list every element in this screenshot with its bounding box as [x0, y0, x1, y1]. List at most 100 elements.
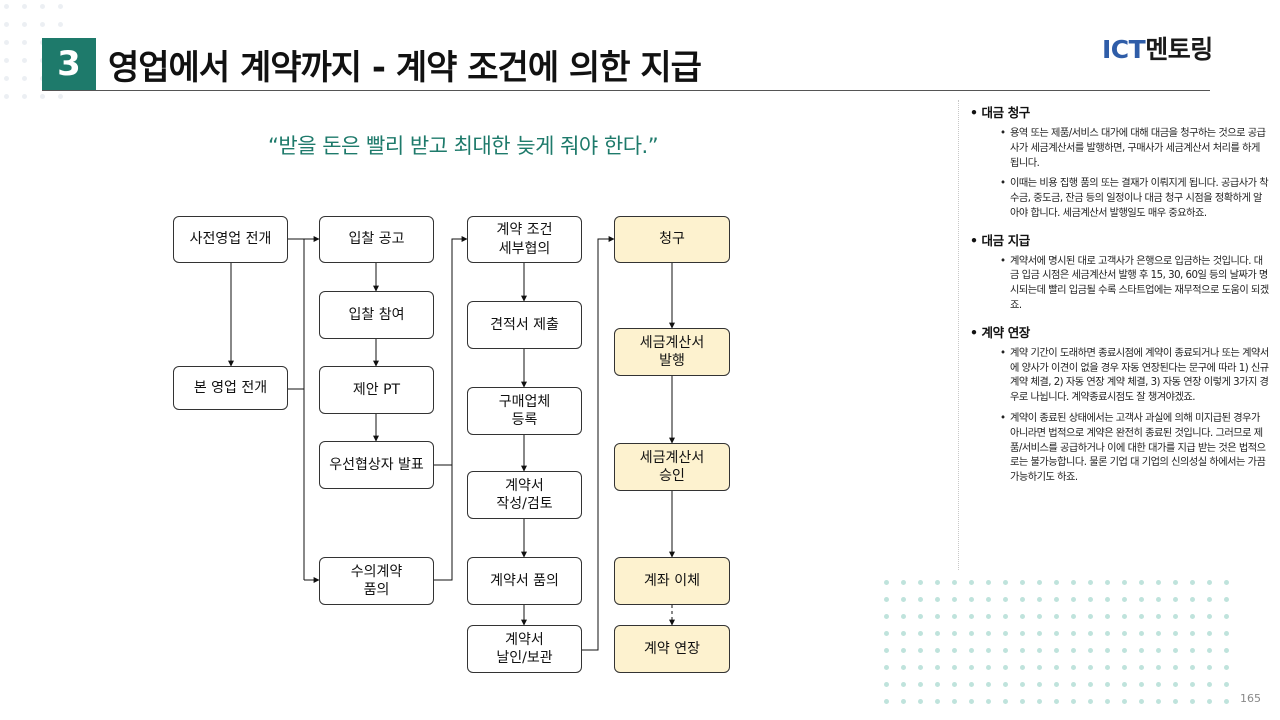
decorative-dot — [935, 665, 940, 670]
decorative-dot — [901, 597, 906, 602]
decorative-dot — [935, 648, 940, 653]
decorative-dot — [1139, 580, 1144, 585]
decorative-dot — [884, 648, 889, 653]
decorative-dot — [1020, 580, 1025, 585]
decorative-dot — [884, 614, 889, 619]
decorative-dot — [58, 94, 63, 99]
decorative-dot — [1003, 614, 1008, 619]
decorative-dot — [918, 597, 923, 602]
note-item: 계약이 종료된 상태에서는 고객사 과실에 의해 미지급된 경우가 아니라면 법… — [1000, 412, 1270, 486]
decorative-dot — [1054, 614, 1059, 619]
decorative-dot — [1071, 648, 1076, 653]
node-main-sales: 본 영업 전개 — [173, 366, 288, 410]
decorative-dot — [1037, 597, 1042, 602]
decorative-dot — [1224, 699, 1229, 704]
decorative-dot — [1020, 665, 1025, 670]
node-vendor-registration: 구매업체 등록 — [467, 387, 582, 435]
decorative-dot — [1156, 597, 1161, 602]
decorative-dot — [1105, 580, 1110, 585]
decorative-dot — [1207, 597, 1212, 602]
decorative-dot — [1173, 614, 1178, 619]
decorative-dot — [1156, 699, 1161, 704]
decorative-dot — [1037, 648, 1042, 653]
decorative-dot — [22, 40, 27, 45]
decorative-dot — [952, 648, 957, 653]
decorative-dot — [1088, 631, 1093, 636]
decorative-dot — [1088, 665, 1093, 670]
decorative-dot — [1156, 580, 1161, 585]
decorative-dot — [1071, 699, 1076, 704]
decorative-dot — [901, 631, 906, 636]
decorative-dot — [969, 665, 974, 670]
decorative-dot — [22, 94, 27, 99]
decorative-dot — [1139, 648, 1144, 653]
decorative-dot — [1173, 648, 1178, 653]
decorative-dot — [40, 4, 45, 9]
decorative-dot — [986, 631, 991, 636]
decorative-dot — [1071, 631, 1076, 636]
decorative-dot — [1037, 614, 1042, 619]
decorative-dot — [952, 665, 957, 670]
decorative-dot — [1190, 631, 1195, 636]
decorative-dot — [952, 682, 957, 687]
decorative-dot — [1156, 682, 1161, 687]
decorative-dot — [918, 614, 923, 619]
decorative-dot — [1037, 665, 1042, 670]
decorative-dot — [1207, 665, 1212, 670]
decorative-dot — [935, 682, 940, 687]
slide-quote: “받을 돈은 빨리 받고 최대한 늦게 줘야 한다.” — [268, 134, 659, 158]
decorative-dot — [1156, 648, 1161, 653]
connector-preferred-to-terms — [434, 236, 468, 466]
decorative-dot — [1122, 614, 1127, 619]
decorative-dot — [952, 597, 957, 602]
decorative-dot — [1071, 597, 1076, 602]
decorative-dot — [1139, 665, 1144, 670]
node-quotation: 견적서 제출 — [467, 301, 582, 349]
decorative-dot — [58, 4, 63, 9]
decorative-dot — [1003, 580, 1008, 585]
decorative-dot — [1207, 648, 1212, 653]
decorative-dot — [1224, 648, 1229, 653]
decorative-dot — [901, 614, 906, 619]
decorative-dot — [4, 76, 9, 81]
decorative-dot — [1088, 614, 1093, 619]
decorative-dot — [1122, 597, 1127, 602]
decorative-dot — [1224, 665, 1229, 670]
decorative-dot — [1190, 614, 1195, 619]
decorative-dot — [22, 22, 27, 27]
decorative-dot — [22, 4, 27, 9]
decorative-dot — [1054, 682, 1059, 687]
decorative-dot — [1020, 682, 1025, 687]
decorative-dot — [935, 699, 940, 704]
connector-seal-to-billing — [582, 236, 615, 651]
decorative-dot — [986, 665, 991, 670]
decorative-dot — [1105, 699, 1110, 704]
decorative-dot — [1037, 580, 1042, 585]
decorative-dot — [1156, 614, 1161, 619]
page-number: 165 — [1240, 692, 1261, 705]
decorative-dot — [1003, 665, 1008, 670]
decorative-dot — [884, 665, 889, 670]
decorative-dot — [1088, 648, 1093, 653]
decorative-dot — [918, 682, 923, 687]
title-underline — [42, 90, 1210, 91]
note-section-billing: 대금 청구 용역 또는 제품/서비스 대가에 대해 대금을 청구하는 것으로 공… — [970, 102, 1270, 222]
decorative-dot — [918, 648, 923, 653]
decorative-dot — [1003, 597, 1008, 602]
decorative-dot — [1088, 580, 1093, 585]
decorative-dot — [40, 22, 45, 27]
decorative-dot — [1105, 597, 1110, 602]
decorative-dot — [1173, 580, 1178, 585]
decorative-dot — [952, 699, 957, 704]
decorative-dot — [935, 631, 940, 636]
decorative-dot — [884, 597, 889, 602]
decorative-dot — [1139, 597, 1144, 602]
decorative-dot — [1122, 699, 1127, 704]
decorative-dot — [1054, 631, 1059, 636]
node-contract-extension: 계약 연장 — [614, 625, 730, 673]
decorative-dot — [918, 580, 923, 585]
decorative-dot — [1071, 614, 1076, 619]
note-item: 계약 기간이 도래하면 종료시점에 계약이 종료되거나 또는 계약서에 양사가 … — [1000, 347, 1270, 406]
decorative-dot — [884, 580, 889, 585]
node-preferred-bidder: 우선협상자 발표 — [319, 441, 434, 489]
